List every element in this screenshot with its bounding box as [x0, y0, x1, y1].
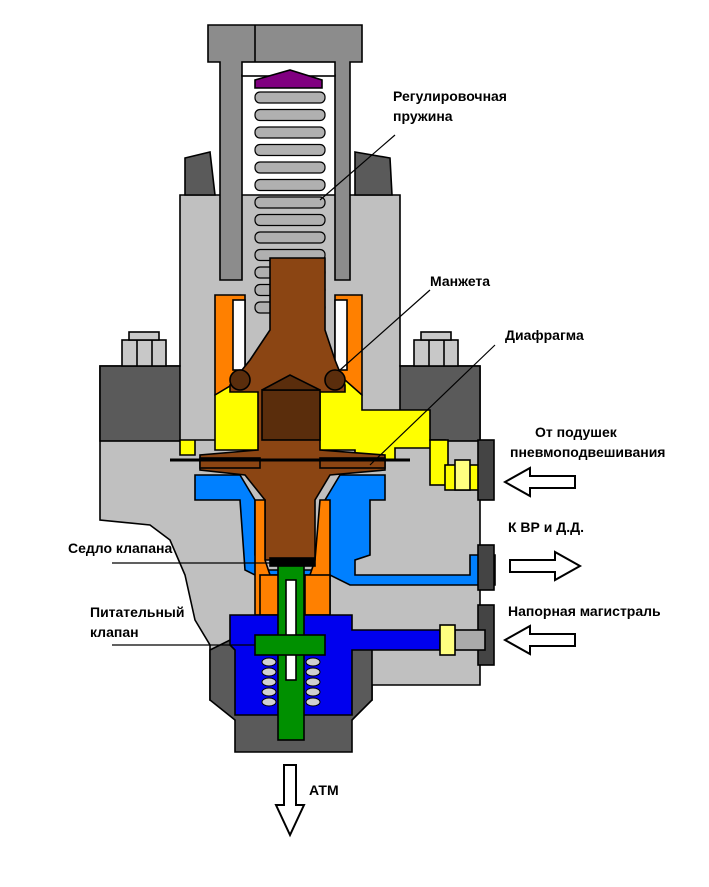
piston: [199, 257, 386, 561]
top-shoulder-left: [184, 151, 216, 196]
label-from-bags-2: пневмоподвешивания: [510, 444, 665, 460]
spring-coil: [254, 213, 326, 227]
spring-coil: [254, 108, 326, 122]
feed-spring-coil: [261, 657, 277, 667]
spring-coil: [254, 196, 326, 209]
spring-coil: [254, 231, 326, 244]
feed-spring-coil: [305, 667, 321, 677]
text-labels: Регулировочная пружина Манжета Диафрагма…: [68, 88, 665, 798]
arrow-supply-line: [502, 624, 576, 656]
label-cuff: Манжета: [430, 273, 490, 289]
port-fittings: [439, 439, 495, 666]
label-supply-line: Напорная магистраль: [508, 603, 661, 619]
feed-spring-coil: [305, 657, 321, 667]
spring-coil: [254, 161, 326, 174]
feed-valve: [254, 557, 326, 741]
feed-spring-coil: [261, 697, 277, 707]
cuff-retainer: [214, 294, 363, 396]
spring-coil: [254, 178, 326, 192]
feed-spring-coil: [305, 677, 321, 687]
diaphragm: [170, 457, 410, 469]
feed-spring-coil: [261, 677, 277, 687]
feed-spring-coil: [261, 687, 277, 697]
top-shoulder-right: [354, 151, 393, 196]
label-diaphragm: Диафрагма: [505, 327, 584, 343]
label-spring-1: Регулировочная: [393, 88, 507, 104]
flow-arrows: [274, 466, 583, 838]
spring-coil: [254, 143, 326, 157]
spring-coil: [254, 126, 326, 139]
spring-cap-purple: [254, 69, 323, 89]
feed-valve-spring: [261, 657, 321, 707]
arrow-atm: [274, 764, 306, 838]
feed-spring-coil: [261, 667, 277, 677]
label-feed-valve-2: клапан: [90, 624, 139, 640]
label-valve-seat: Седло клапана: [68, 540, 172, 556]
feed-spring-coil: [305, 687, 321, 697]
label-feed-valve-1: Питательный: [90, 604, 184, 620]
label-spring-2: пружина: [393, 108, 453, 124]
label-from-bags-1: От подушек: [535, 424, 618, 440]
arrow-from-air-bags: [502, 466, 576, 498]
leader-lines: [112, 134, 496, 646]
lower-seat-parts: [254, 499, 331, 616]
bolt-left: [121, 331, 167, 367]
bolt-right: [413, 331, 459, 367]
spring-housing: [207, 24, 363, 281]
arrow-to-vr: [509, 550, 583, 582]
label-to-vr: К ВР и Д.Д.: [508, 519, 584, 535]
spring-coil: [254, 91, 326, 104]
feed-spring-coil: [305, 697, 321, 707]
label-atm: АТМ: [309, 782, 339, 798]
flange-left: [99, 365, 181, 442]
